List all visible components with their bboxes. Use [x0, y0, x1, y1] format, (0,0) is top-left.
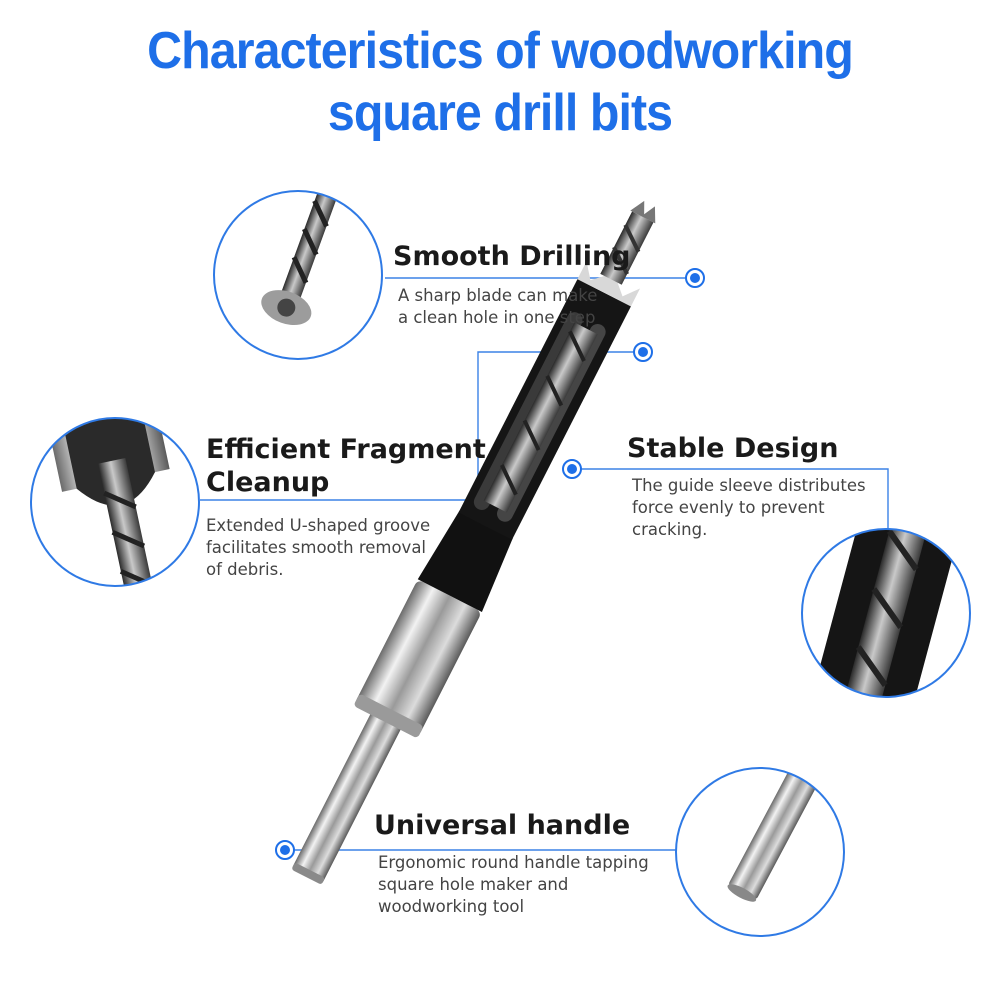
zoom-circle-ring-2 [30, 417, 200, 587]
page-title: Characteristics of woodworking square dr… [35, 20, 965, 144]
feature-heading-smooth-drilling: Smooth Drilling [393, 241, 631, 272]
marker-dot-icon [275, 840, 295, 860]
zoom-circle-ring-1 [213, 190, 383, 360]
feature-heading-universal-handle: Universal handle [374, 810, 631, 841]
zoom-circle-handle [676, 768, 844, 936]
title-line-2: square drill bits [327, 84, 673, 142]
feature-desc-stable-design: The guide sleeve distributes force evenl… [632, 476, 866, 539]
zoom-circle-smooth-drilling [214, 191, 382, 359]
feature-desc-universal-handle: Ergonomic round handle tapping square ho… [378, 853, 649, 916]
marker-dots [275, 268, 705, 860]
feature-heading-stable-design: Stable Design [627, 433, 839, 464]
feature-heading-fragment-cleanup: Efficient Fragment Cleanup [206, 434, 486, 498]
feature-desc-fragment-cleanup: Extended U-shaped groove facilitates smo… [206, 516, 431, 579]
marker-dot-icon [685, 268, 705, 288]
title-line-1: Characteristics of woodworking [147, 22, 854, 80]
zoom-circle-ring-4 [675, 767, 845, 937]
marker-dot-icon [633, 342, 653, 362]
zoom-circle-fragment [31, 418, 199, 586]
feature-desc-smooth-drilling: A sharp blade can make a clean hole in o… [398, 286, 598, 327]
drill-bit [292, 200, 656, 884]
zoom-circle-stable [802, 529, 970, 697]
callout-line-stable [572, 468, 889, 530]
marker-dot-icon [562, 459, 582, 479]
zoom-circle-ring-3 [801, 528, 971, 698]
